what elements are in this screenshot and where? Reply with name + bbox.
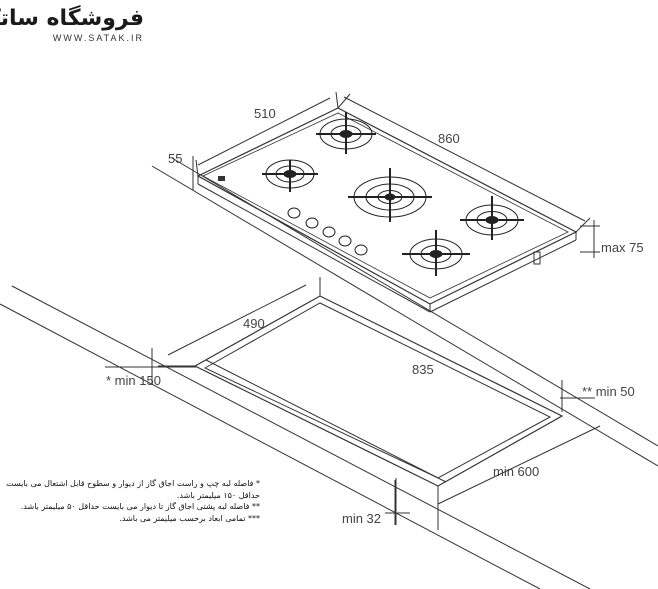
- hob-top: [202, 112, 569, 299]
- note-line: * فاصله لبه چپ و راست اجاق گاز از دیوار …: [6, 479, 260, 488]
- dim-worktop-thickness: min 32: [342, 511, 382, 526]
- dim-depth: 510: [254, 106, 276, 121]
- burner-back-left: [262, 159, 318, 192]
- knob-4: [338, 235, 352, 247]
- burner-wok-center: [348, 168, 432, 222]
- brand-mark: [218, 176, 225, 181]
- dim-width: 860: [438, 131, 460, 146]
- knob-2: [305, 217, 319, 229]
- dim-cabinet-width: min 600: [493, 464, 540, 479]
- brand-logo: فروشگاه ساتک WWW.SATAK.IR: [0, 6, 148, 46]
- brand-site: WWW.SATAK.IR: [52, 33, 144, 43]
- burner-back-center: [316, 112, 376, 154]
- burner-front: [402, 230, 470, 276]
- knob-1: [287, 207, 301, 219]
- cutout-inner: [203, 302, 552, 479]
- dim-cutout-depth: 490: [243, 316, 265, 331]
- dim-side-clearance: * min 150: [106, 373, 161, 388]
- worktop-front-edge: [11, 285, 591, 589]
- brand-name: فروشگاه ساتک: [0, 6, 144, 31]
- burner-right: [460, 196, 524, 240]
- dim-height-max: max 75: [601, 240, 644, 255]
- dim-front-edge: 55: [168, 151, 183, 166]
- knob-5: [354, 244, 368, 256]
- note-line: حداقل ۱۵۰ میلیمتر باشد.: [176, 490, 260, 500]
- cutout-outline: [193, 295, 564, 487]
- worktop-front-edge-2: [0, 303, 541, 589]
- dim-cutout-width: 835: [412, 362, 434, 377]
- dim-back-clearance: ** min 50: [582, 384, 635, 399]
- installation-notes: * فاصله لبه چپ و راست اجاق گاز از دیوار …: [6, 478, 260, 524]
- note-line: ** فاصله لبه پشتی اجاق گاز تا دیوار می ب…: [20, 502, 260, 511]
- note-line: *** تمامی ابعاد برحسب میلیمتر می باشد.: [119, 513, 260, 523]
- worktop-back-edge: [151, 165, 658, 467]
- knob-3: [322, 226, 336, 238]
